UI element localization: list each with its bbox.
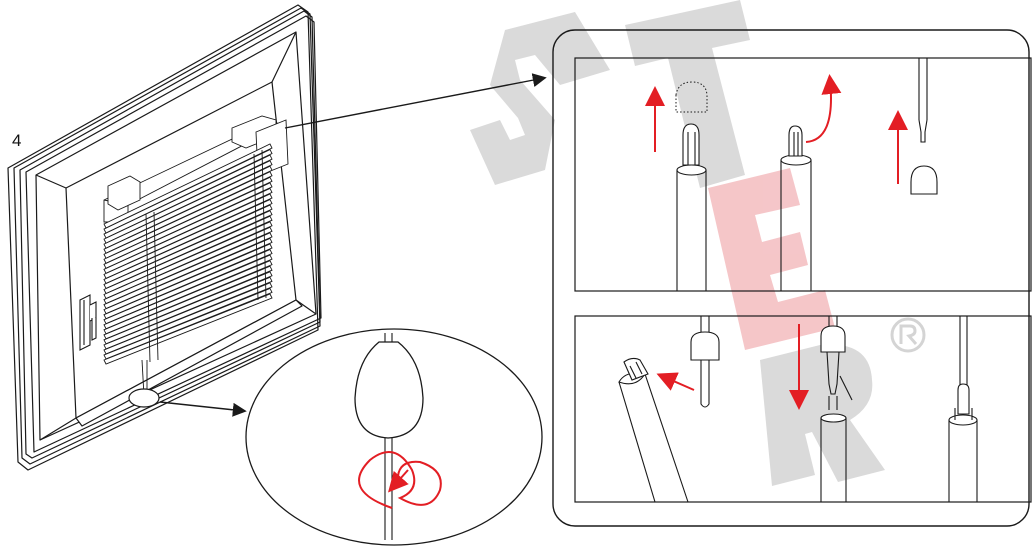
blind-slat (103, 293, 273, 365)
blind-slat (103, 271, 273, 345)
wall-hook (79, 294, 97, 351)
cord-knot-detail (245, 328, 543, 546)
blind-slat (103, 282, 273, 355)
blind-slat (103, 254, 273, 330)
watermark (470, 0, 926, 486)
blind-slat (103, 204, 273, 284)
blind-slat (103, 276, 273, 350)
blind-slat (103, 248, 273, 325)
step-number: 4 (12, 131, 22, 150)
blind-slat (103, 143, 273, 229)
blind-slat (103, 187, 273, 269)
blind-slat (103, 215, 273, 295)
cord-tube-tilted (618, 357, 689, 503)
blind-slat (103, 182, 273, 264)
lower-step-box (574, 315, 1032, 503)
blind-slats (103, 143, 273, 365)
acorn-cap (910, 165, 938, 195)
watermark-letter-t (625, 0, 750, 188)
blind-slat (103, 176, 273, 259)
blind-slat (103, 226, 273, 305)
blind-slat (103, 232, 273, 310)
callout-arrow-to-panel (284, 73, 547, 129)
watermark-letter-s (470, 12, 610, 185)
acorn-cap-removed (675, 81, 708, 113)
cord-tube-1 (676, 123, 707, 291)
blind-slat (103, 243, 273, 320)
cord-tube-2 (780, 125, 812, 291)
acorn-cap (354, 341, 424, 439)
direction-arrow-left (656, 372, 695, 391)
knot-icon (358, 451, 442, 509)
cord-rod-3 (910, 58, 938, 195)
cord-tube-assembled (948, 316, 978, 502)
blind-slat (103, 265, 273, 340)
blind-slat (103, 221, 273, 300)
blind-slat (103, 237, 273, 315)
callout-arrow-to-detail (159, 401, 247, 417)
detail-panel (552, 29, 1032, 527)
watermark-letter-r (760, 344, 885, 486)
upper-step-box (574, 57, 1032, 292)
blind-slat (103, 287, 273, 360)
blind-slat (103, 148, 273, 234)
cord-tube-middle (820, 316, 853, 502)
acorn-cap-rod (690, 316, 720, 408)
registered-mark (890, 317, 926, 353)
blind-slat (103, 210, 273, 290)
blind-slat (103, 260, 273, 335)
cord-detail-marker (128, 388, 160, 408)
blind-slat (103, 198, 273, 279)
blind-slat (103, 193, 273, 274)
blind-slat (103, 171, 273, 254)
venetian-blind (103, 115, 289, 397)
watermark-letter-e (708, 168, 835, 350)
direction-arrow-curve (805, 74, 842, 143)
